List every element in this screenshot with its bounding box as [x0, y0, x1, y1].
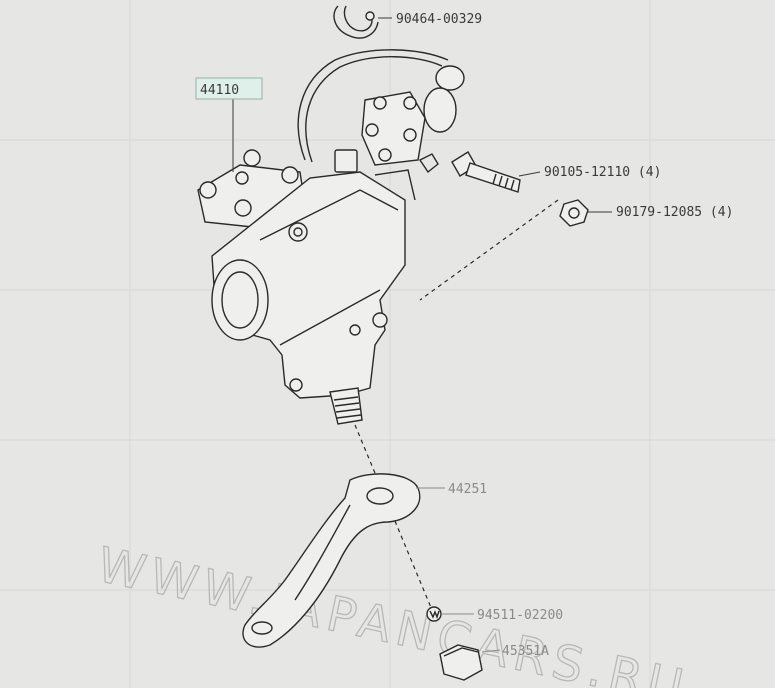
main-assembly-callout-highlight — [195, 77, 263, 100]
callout-nut[interactable]: 90179-12085 (4) — [616, 205, 733, 220]
callout-bolt[interactable]: 90105-12110 (4) — [544, 165, 661, 180]
mounting-nut-part[interactable] — [559, 199, 589, 227]
watermark-text: WWW.JAPANCARS.RU — [93, 537, 694, 688]
callout-hose-clamp[interactable]: 90464-00329 — [396, 12, 482, 27]
valve-housing-part — [334, 91, 439, 174]
callout-main-assembly[interactable]: 44110 — [200, 83, 239, 98]
arm-nut-part[interactable] — [439, 644, 483, 681]
assembly-guide-lines — [354, 199, 559, 611]
lock-washer-part[interactable] — [426, 606, 442, 622]
callout-pitman-arm[interactable]: 44251 — [448, 482, 487, 497]
mounting-bolt-part[interactable] — [451, 151, 521, 193]
callout-arm-nut[interactable]: 45351A — [502, 644, 549, 659]
pitman-arm-part[interactable] — [242, 473, 421, 648]
hose-clamp-part[interactable] — [333, 5, 379, 39]
callout-lock-washer[interactable]: 94511-02200 — [477, 608, 563, 623]
steering-gear-housing[interactable] — [197, 149, 416, 425]
leader-lines — [232, 17, 612, 653]
hose-line-part — [297, 49, 465, 163]
